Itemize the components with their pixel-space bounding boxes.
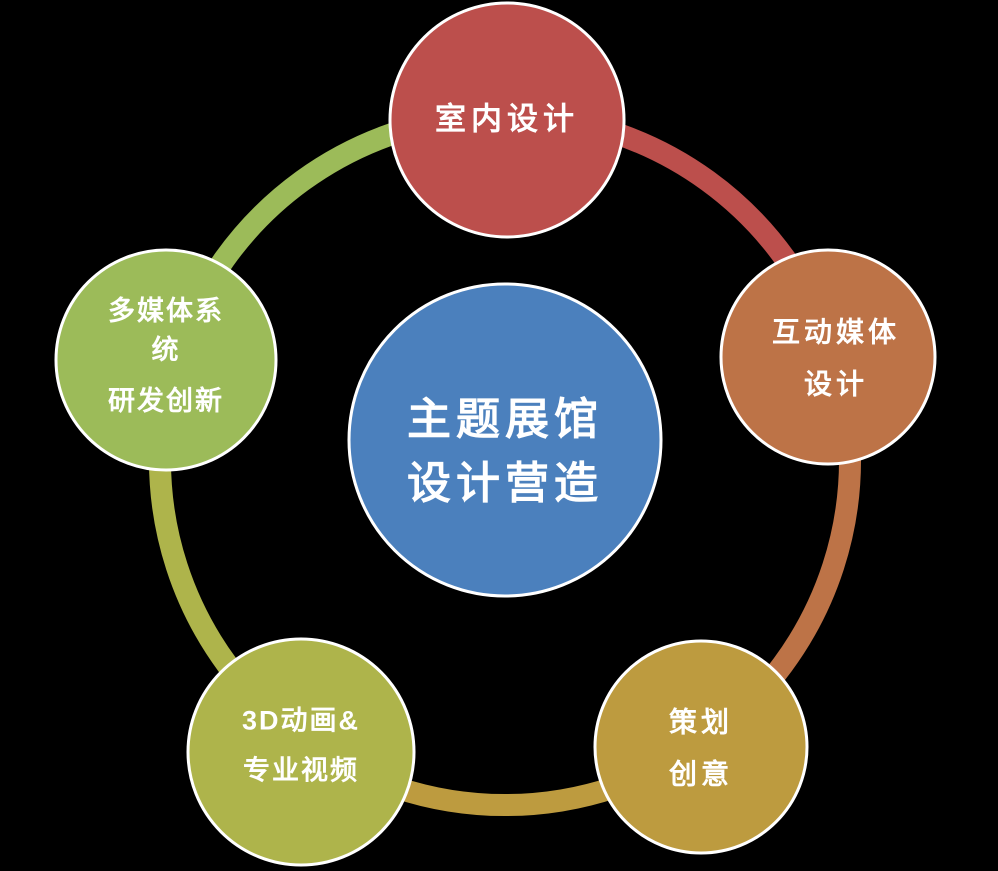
multimedia-rd-line-1: 多媒体系: [108, 295, 224, 326]
interactive-media-line-2: 设计: [803, 368, 869, 399]
label-planning-creative: 策划 创意: [669, 705, 733, 790]
node-circle-interior-design: [388, 1, 626, 239]
node-circle-interactive-media-design: [719, 248, 937, 466]
center-label-line-2: 设计营造: [407, 459, 603, 508]
label-interior-design: 室内设计: [435, 100, 579, 137]
planning-creative-line-2: 创意: [668, 758, 734, 789]
interactive-media-line-1: 互动媒体: [771, 316, 901, 348]
node-circle-multimedia-rd: [54, 248, 278, 472]
multimedia-rd-line-2: 统: [151, 335, 181, 366]
label-interactive-media-design: 互动媒体 设计: [772, 315, 900, 400]
planning-creative-line-1: 策划: [668, 706, 734, 738]
node-circle-planning-creative: [593, 639, 809, 855]
animation-video-line-2: 专业视频: [242, 756, 359, 786]
center-circle: [347, 282, 663, 598]
label-animation-video: 3D动画& 专业视频: [242, 705, 360, 788]
center-label-line-1: 主题展馆: [407, 395, 603, 445]
label-multimedia-rd: 多媒体系 统 研发创新: [108, 293, 224, 419]
interior-design-line-1: 室内设计: [435, 101, 579, 137]
node-circle-animation-video: [186, 637, 416, 867]
center-label: 主题展馆 设计营造: [407, 388, 603, 516]
multimedia-rd-line-3: 研发创新: [108, 385, 224, 416]
animation-video-line-1: 3D动画&: [241, 705, 361, 736]
